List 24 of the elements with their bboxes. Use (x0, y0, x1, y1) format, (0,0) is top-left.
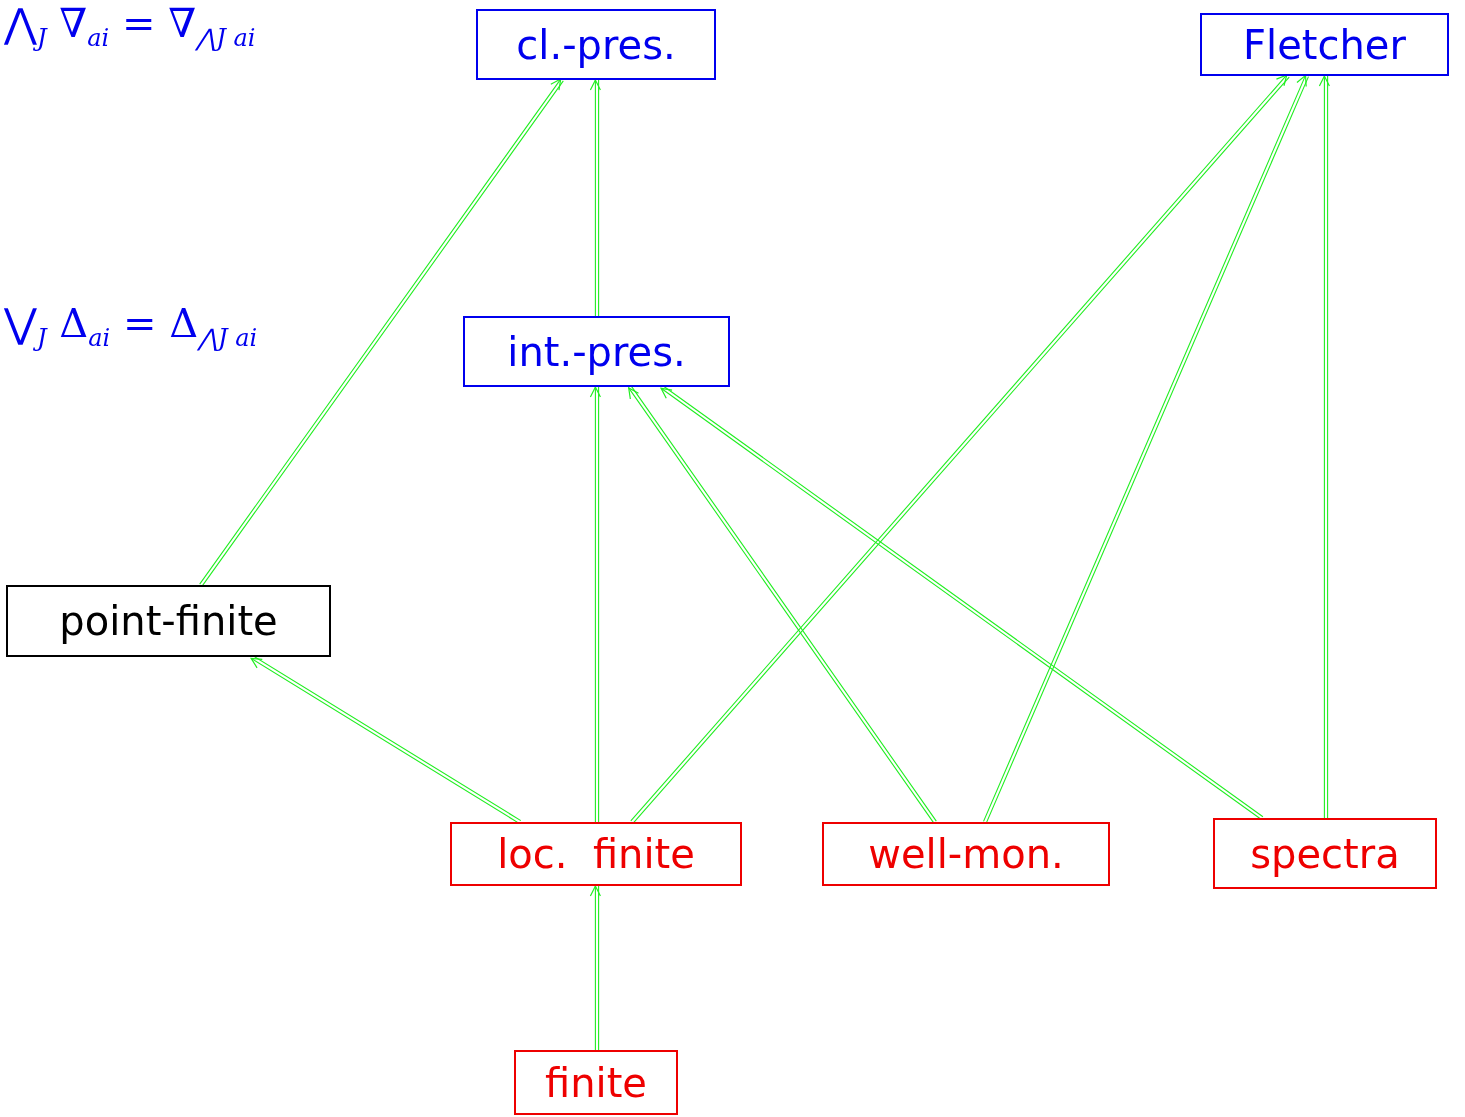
author-box (1200, 13, 1449, 76)
property-box (1213, 818, 1437, 889)
property-box (822, 822, 1110, 886)
property-box (450, 822, 742, 886)
double-arrow (628, 385, 937, 824)
double-arrow (1318, 75, 1330, 819)
node-label: loc. finite (497, 834, 695, 874)
double-arrow (589, 885, 601, 1051)
double-arrow (660, 385, 1264, 820)
node-label: finite (545, 1062, 647, 1103)
node-label: Fletcher (1243, 24, 1406, 65)
double-arrow (630, 74, 1290, 824)
node-label: well-mon. (868, 834, 1064, 874)
formula: ⋁$_{J}$ Δ$_{ai}$ = Δ$_{⋀J ai}$ (4, 300, 258, 352)
double-arrow (199, 78, 564, 587)
property-box (514, 1050, 678, 1115)
double-arrow (589, 386, 601, 823)
property-box (6, 585, 331, 657)
property-box (463, 316, 730, 387)
double-arrow (589, 79, 601, 317)
double-arrow (983, 74, 1309, 824)
property-box (476, 9, 716, 80)
double-arrow (250, 655, 522, 824)
formula: ⋀$_{J}$ ∇$_{ai}$ = ∇$_{⋀J ai}$ (4, 0, 256, 52)
